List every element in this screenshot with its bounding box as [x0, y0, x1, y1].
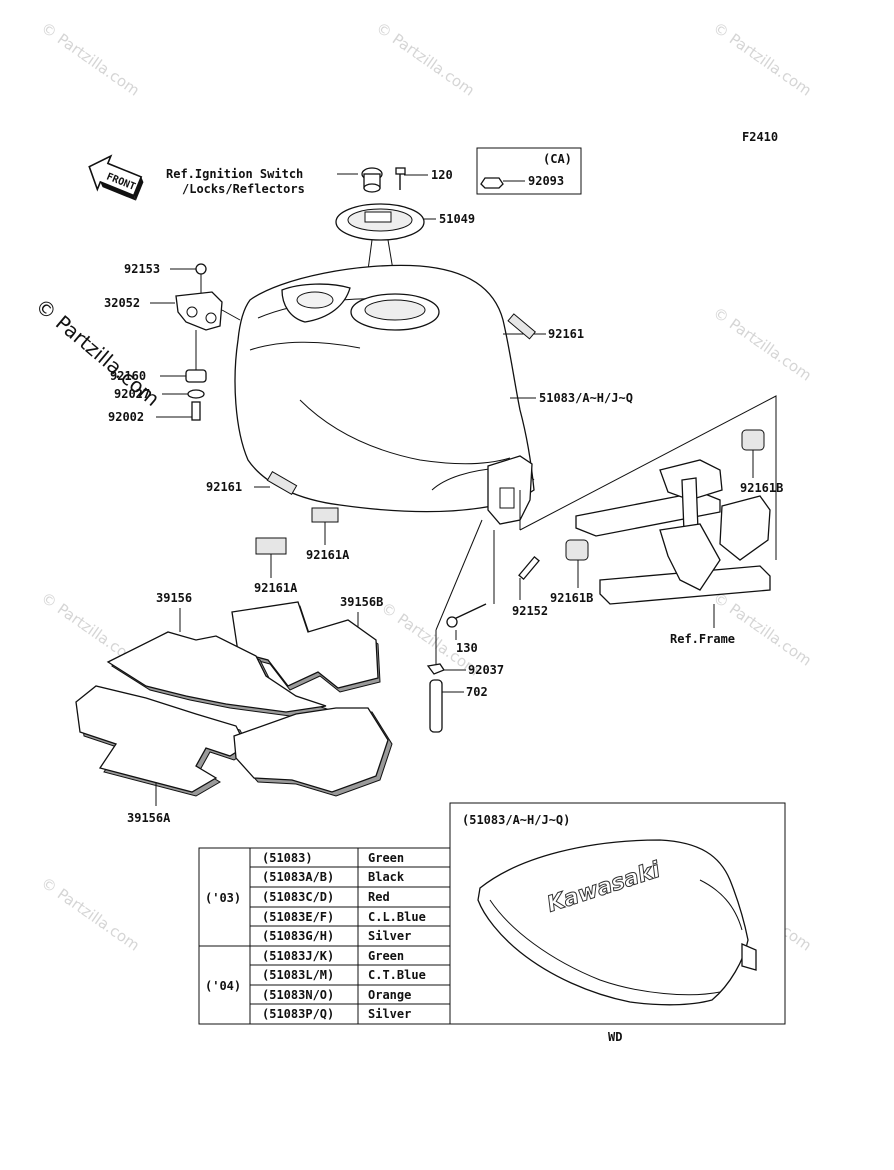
callout-92153: 92153 — [124, 262, 160, 276]
callout-92152: 92152 — [512, 604, 548, 618]
part-cell: (51083) — [262, 851, 313, 865]
callout-39156a: 39156A — [127, 811, 171, 825]
inset-tank-view: (51083/A~H/J~Q) Kawasaki WD — [449, 802, 786, 1044]
callout-51049: 51049 — [439, 212, 475, 226]
figure-code: F2410 — [742, 130, 778, 144]
callout-92161a-left: 92161A — [254, 581, 298, 595]
color-cell: C.T.Blue — [368, 968, 426, 982]
year-cell: ('04) — [205, 979, 241, 993]
callout-92093: 92093 — [528, 174, 564, 188]
color-cell: Green — [368, 949, 404, 963]
color-cell: C.L.Blue — [368, 910, 426, 924]
callout-92037: 92037 — [468, 663, 504, 677]
color-cell: Orange — [368, 988, 411, 1002]
color-cell: Red — [368, 890, 390, 904]
ref-ignition-label: Ref.Ignition Switch — [166, 167, 303, 181]
watermark: © Partzilla.com — [38, 19, 143, 100]
ref-ignition-label-2: /Locks/Reflectors — [182, 182, 305, 196]
color-table: ('03) ('04) (51083) Green (51083A/B) Bla… — [198, 847, 451, 1025]
callout-92160: 92160 — [110, 369, 146, 383]
part-cell: (51083A/B) — [262, 870, 334, 884]
part-cell: (51083N/O) — [262, 988, 334, 1002]
watermark: © Partzilla.com — [710, 304, 815, 385]
color-cell: Silver — [368, 1007, 411, 1021]
callout-92161-top: 92161 — [548, 327, 584, 341]
callout-39156: 39156 — [156, 591, 192, 605]
color-cell: Green — [368, 851, 404, 865]
callout-120: 120 — [431, 168, 453, 182]
mount-hardware: 130 92037 702 — [426, 519, 504, 733]
front-arrow: FRONT — [88, 154, 144, 201]
part-cell: (51083E/F) — [262, 910, 334, 924]
part-cell: (51083C/D) — [262, 890, 334, 904]
callout-92027: 92027 — [114, 387, 150, 401]
callout-92161a-right: 92161A — [306, 548, 350, 562]
watermark: © Partzilla.com — [710, 19, 815, 100]
ignition-cap-part — [361, 167, 383, 193]
callout-92161b-top: 92161B — [740, 481, 783, 495]
callout-51083: 51083/A~H/J~Q — [539, 391, 633, 405]
callout-92161-left: 92161 — [206, 480, 242, 494]
bracket-assembly: 92153 32052 92160 92027 92002 — [104, 262, 241, 424]
fuel-tank-body: 92161 51083/A~H/J~Q — [234, 264, 633, 525]
frame-assembly: 92161B 92161B 92152 Ref.Frame — [512, 429, 783, 646]
part-cell: (51083P/Q) — [262, 1007, 334, 1021]
callout-39156b: 39156B — [340, 595, 383, 609]
watermark: © Partzilla.com — [38, 874, 143, 955]
year-cell: ('03) — [205, 891, 241, 905]
watermark: © Partzilla.com — [710, 589, 815, 670]
part-cell: (51083L/M) — [262, 968, 334, 982]
fuel-cap-51049: 51049 — [335, 203, 475, 301]
bolt-120: 120 — [395, 167, 453, 190]
color-cell: Silver — [368, 929, 411, 943]
part-cell: (51083G/H) — [262, 929, 334, 943]
callout-32052: 32052 — [104, 296, 140, 310]
ca-box: (CA) 92093 — [476, 147, 582, 195]
color-cell: Black — [368, 870, 405, 884]
callout-92002: 92002 — [108, 410, 144, 424]
ca-label: (CA) — [543, 152, 572, 166]
rubber-pads: 92161 92161A 92161A — [206, 470, 350, 595]
ref-frame-label: Ref.Frame — [670, 632, 735, 646]
seat-mats: 39156 39156B 39156A — [75, 591, 393, 825]
callout-702: 702 — [466, 685, 488, 699]
inset-title: (51083/A~H/J~Q) — [462, 813, 570, 827]
watermark: © Partzilla.com — [373, 19, 478, 100]
inset-caption: WD — [608, 1030, 622, 1044]
part-cell: (51083J/K) — [262, 949, 334, 963]
callout-92161b-bottom: 92161B — [550, 591, 593, 605]
callout-130: 130 — [456, 641, 478, 655]
